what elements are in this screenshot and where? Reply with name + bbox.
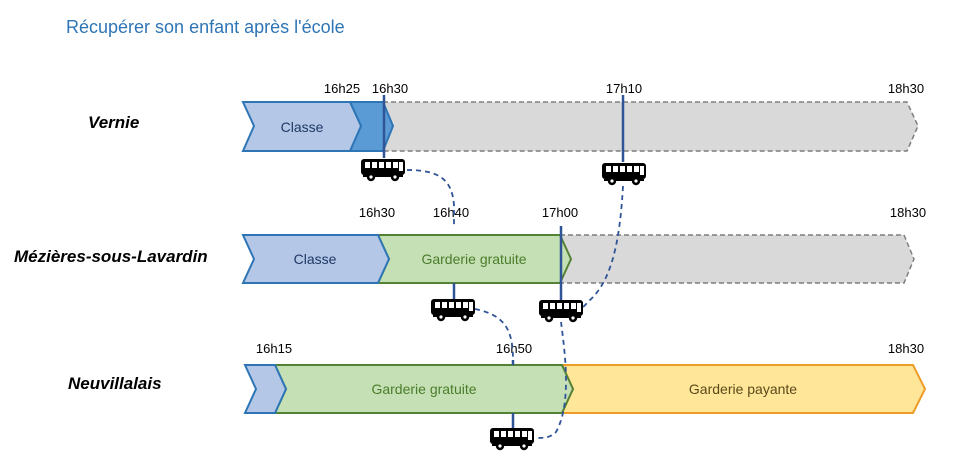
- diagram-title: Récupérer son enfant après l'école: [66, 17, 345, 37]
- mezieres-classe-label: Classe: [294, 251, 337, 267]
- vernie-grey-segment: [381, 101, 919, 152]
- mezieres-time-2: 16h40: [433, 205, 469, 220]
- vernie-time-3: 17h10: [606, 81, 642, 96]
- row-label-vernie: Vernie: [88, 113, 139, 132]
- neuvillalais-classe-segment: [243, 364, 288, 414]
- row-label-neuvillalais: Neuvillalais: [68, 374, 162, 393]
- route-mezieres-to-neuvillalais: [474, 308, 514, 361]
- vernie-time-2: 16h30: [372, 81, 408, 96]
- neuvillalais-garderie-payante-label: Garderie payante: [689, 381, 797, 397]
- vernie-time-1: 16h25: [324, 81, 360, 96]
- mezieres-grey-segment: [558, 234, 915, 284]
- neuvillalais-time-2: 16h50: [496, 341, 532, 356]
- mezieres-time-1: 16h30: [359, 205, 395, 220]
- vernie-classe-label: Classe: [281, 119, 324, 135]
- bus-icon: [431, 299, 475, 322]
- neuvillalais-time-3: 18h30: [888, 341, 924, 356]
- neuvillalais-garderie-gratuite-label: Garderie gratuite: [371, 381, 476, 397]
- row-label-mezieres: Mézières-sous-Lavardin: [14, 247, 208, 266]
- vernie-time-4: 18h30: [888, 81, 924, 96]
- mezieres-classe-segment: [241, 234, 391, 284]
- neuvillalais-time-1: 16h15: [256, 341, 292, 356]
- mezieres-garderie-gratuite-label: Garderie gratuite: [421, 251, 526, 267]
- route-vernie-to-mezieres: [406, 169, 455, 226]
- route-vernie-to-mezieres-1700: [575, 185, 624, 313]
- bus-icon: [361, 159, 405, 182]
- bus-routes: [382, 95, 625, 430]
- mezieres-time-4: 18h30: [890, 205, 926, 220]
- bus-dashed-routes: [406, 169, 624, 439]
- route-mezieres-1700-to-neuvillalais: [535, 321, 567, 439]
- vernie-classe-segment: [241, 101, 363, 152]
- mezieres-time-3: 17h00: [542, 205, 578, 220]
- bus-icon: [490, 428, 534, 451]
- bus-icon: [539, 300, 583, 323]
- bus-icon: [602, 163, 646, 186]
